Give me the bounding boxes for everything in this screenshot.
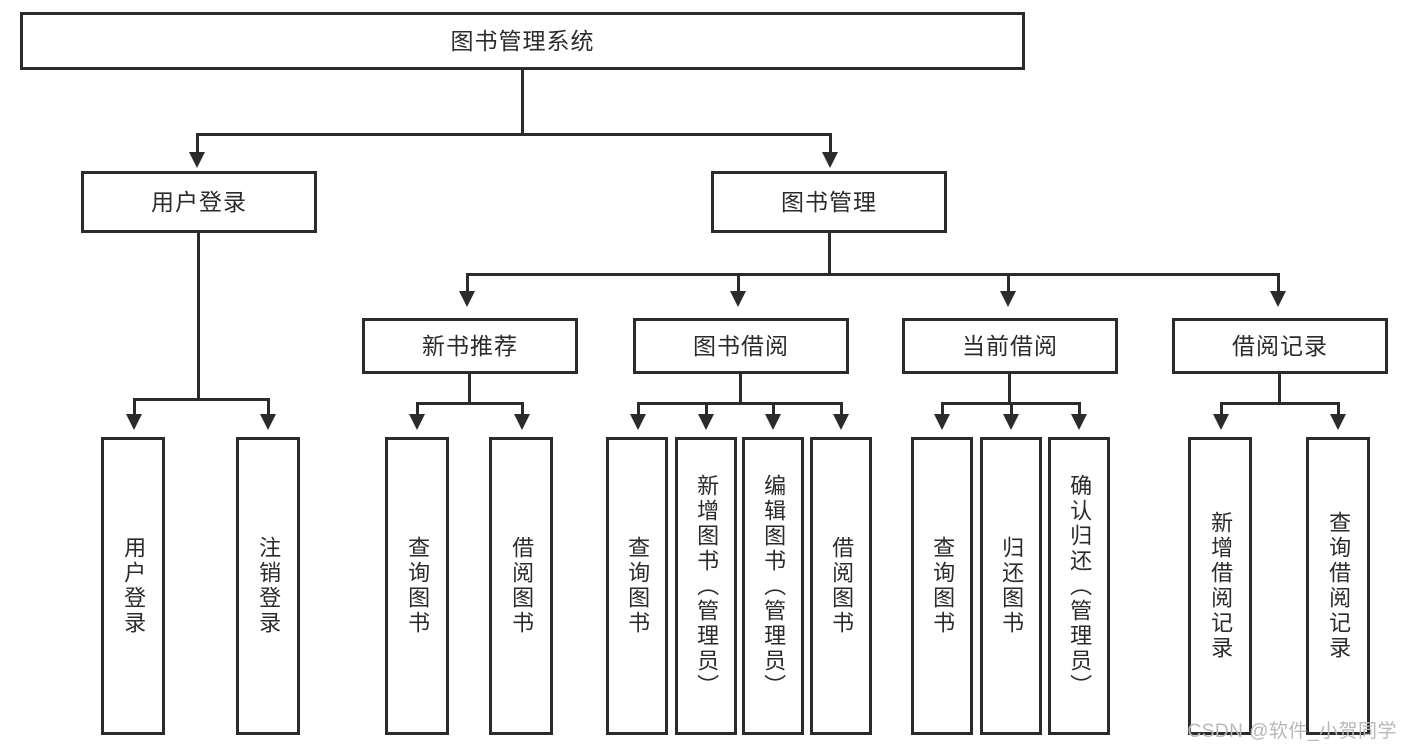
leaf-borrow-book-recommend[interactable]: 借阅图书 [489, 437, 553, 735]
connector-books-bus [466, 273, 1278, 276]
leaf-add-borrow-record[interactable]: 新增借阅记录 [1188, 437, 1252, 735]
connector-record-to-leaf2 [1337, 402, 1340, 416]
leaf-return-book[interactable]: 归还图书 [980, 437, 1042, 735]
connector-borrow-bus [637, 402, 842, 405]
node-label: 图书管理系统 [450, 27, 595, 54]
node-label: 新增借阅记录 [1208, 511, 1234, 661]
connector-books-to-l3b [737, 273, 740, 293]
node-user-login[interactable]: 用户登录 [81, 171, 317, 233]
node-borrow-record[interactable]: 借阅记录 [1172, 318, 1388, 374]
arrowhead-borrow-leaf3 [765, 414, 781, 430]
leaf-add-book-admin[interactable]: 新增图书（管理员） [675, 437, 737, 735]
node-label: 当前借阅 [962, 332, 1058, 359]
leaf-query-book-recommend[interactable]: 查询图书 [385, 437, 449, 735]
leaf-edit-book-admin[interactable]: 编辑图书（管理员） [742, 437, 804, 735]
arrowhead-books-l3a [459, 291, 475, 307]
connector-login-stem [197, 233, 200, 401]
connector-current-stem [1008, 374, 1011, 404]
connector-root-to-books [829, 133, 832, 155]
node-label: 归还图书 [999, 536, 1025, 636]
node-label: 新增图书（管理员） [694, 473, 720, 699]
connector-root-bus [196, 133, 832, 136]
connector-recommend-to-leaf2 [521, 402, 524, 416]
connector-recommend-to-leaf1 [416, 402, 419, 416]
node-label: 借阅图书 [509, 536, 535, 636]
arrowhead-record-leaf2 [1330, 414, 1346, 430]
arrowhead-recommend-leaf1 [409, 414, 425, 430]
arrowhead-recommend-leaf2 [514, 414, 530, 430]
leaf-borrow-book[interactable]: 借阅图书 [810, 437, 872, 735]
arrowhead-books-l3c [1000, 291, 1016, 307]
connector-borrow-to-leaf1 [637, 402, 640, 416]
connector-borrow-to-leaf3 [772, 402, 775, 416]
connector-current-to-leaf3 [1078, 402, 1081, 416]
node-new-book-recommend[interactable]: 新书推荐 [362, 318, 578, 374]
node-label: 确认归还（管理员） [1067, 473, 1093, 699]
connector-borrow-stem [739, 374, 742, 404]
node-label: 查询图书 [405, 536, 431, 636]
connector-record-stem [1278, 374, 1281, 404]
arrowhead-login-leaf1 [126, 414, 142, 430]
connector-root-stem [521, 70, 524, 133]
node-label: 查询借阅记录 [1326, 511, 1352, 661]
arrowhead-current-leaf3 [1071, 414, 1087, 430]
connector-root-to-login [196, 133, 199, 155]
node-book-management[interactable]: 图书管理 [711, 171, 947, 233]
leaf-logout[interactable]: 注销登录 [236, 437, 300, 735]
node-label: 注销登录 [256, 536, 282, 636]
arrowhead-root-to-books [822, 152, 838, 168]
leaf-confirm-return-admin[interactable]: 确认归还（管理员） [1048, 437, 1110, 735]
connector-books-stem [828, 233, 831, 275]
connector-login-bus [133, 398, 269, 401]
arrowhead-borrow-leaf2 [698, 414, 714, 430]
arrowhead-current-leaf1 [934, 414, 950, 430]
node-label: 图书管理 [781, 188, 877, 215]
arrowhead-login-leaf2 [260, 414, 276, 430]
node-label: 图书借阅 [693, 332, 789, 359]
arrowhead-root-to-login [189, 152, 205, 168]
node-label: 编辑图书（管理员） [761, 473, 787, 699]
leaf-query-borrow-record[interactable]: 查询借阅记录 [1306, 437, 1370, 735]
node-label: 查询图书 [625, 536, 651, 636]
connector-borrow-to-leaf4 [840, 402, 843, 416]
node-current-borrow[interactable]: 当前借阅 [902, 318, 1118, 374]
connector-books-to-l3d [1277, 273, 1280, 293]
node-root-system[interactable]: 图书管理系统 [20, 12, 1025, 70]
connector-current-to-leaf2 [1010, 402, 1013, 416]
connector-books-to-l3c [1007, 273, 1010, 293]
arrowhead-borrow-leaf1 [630, 414, 646, 430]
node-label: 用户登录 [151, 188, 247, 215]
connector-borrow-to-leaf2 [705, 402, 708, 416]
connector-current-to-leaf1 [941, 402, 944, 416]
watermark-text: CSDN @软件_小贺同学 [1187, 721, 1397, 742]
node-label: 新书推荐 [422, 332, 518, 359]
arrowhead-borrow-leaf4 [833, 414, 849, 430]
node-label: 查询图书 [930, 536, 956, 636]
arrowhead-record-leaf1 [1213, 414, 1229, 430]
connector-login-to-leaf2 [267, 398, 270, 416]
connector-record-to-leaf1 [1220, 402, 1223, 416]
connector-recommend-stem [468, 374, 471, 404]
connector-record-bus [1220, 402, 1340, 405]
arrowhead-current-leaf2 [1003, 414, 1019, 430]
connector-login-to-leaf1 [133, 398, 136, 416]
connector-recommend-bus [416, 402, 524, 405]
leaf-user-login[interactable]: 用户登录 [101, 437, 165, 735]
node-book-borrow[interactable]: 图书借阅 [633, 318, 849, 374]
node-label: 用户登录 [121, 536, 147, 636]
leaf-query-book-borrow[interactable]: 查询图书 [606, 437, 668, 735]
node-label: 借阅记录 [1232, 332, 1328, 359]
connector-books-to-l3a [466, 273, 469, 293]
arrowhead-books-l3b [730, 291, 746, 307]
node-label: 借阅图书 [829, 536, 855, 636]
arrowhead-books-l3d [1270, 291, 1286, 307]
leaf-query-book-current[interactable]: 查询图书 [911, 437, 973, 735]
